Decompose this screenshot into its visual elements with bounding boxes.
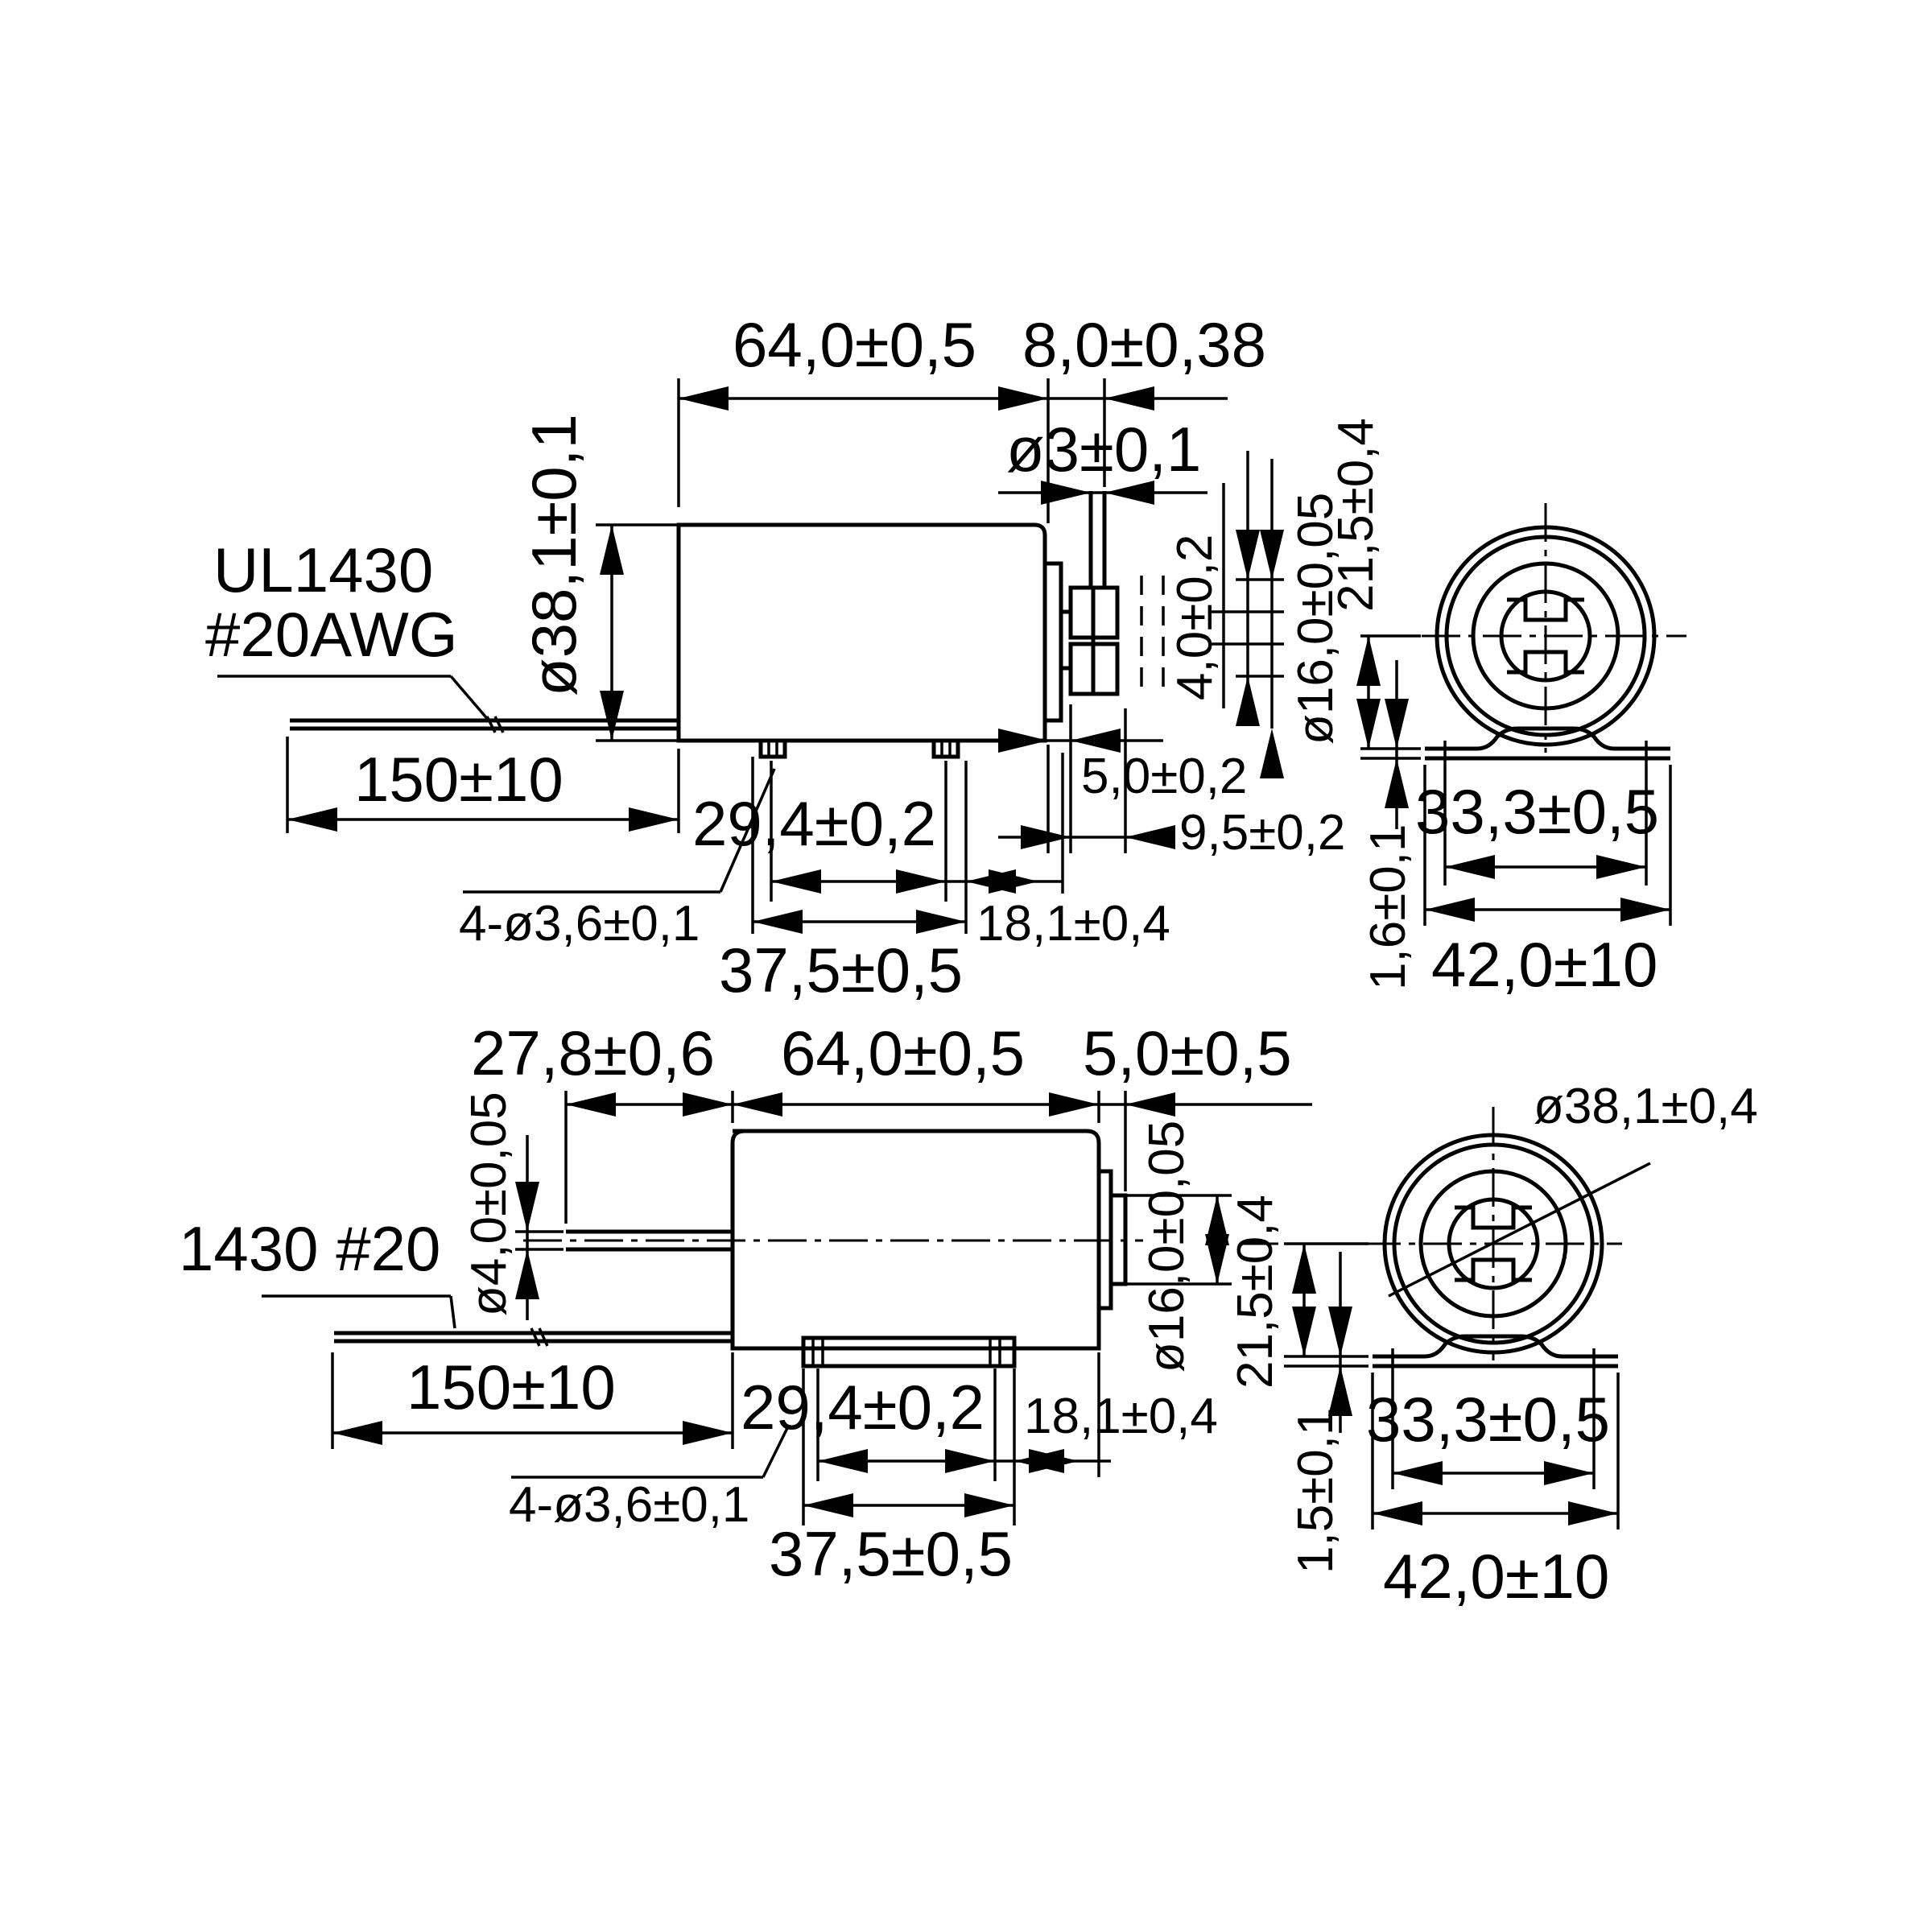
top-plunger-width-label: 4,0±0,2 (1167, 535, 1223, 700)
top-wire-spec-line2: #20AWG (205, 599, 458, 670)
top-shaft-diameter-label: ø3±0,1 (1006, 414, 1201, 485)
bottom-foot-length-label: 37,5±0,5 (769, 1518, 1013, 1589)
top-foot-left (758, 741, 787, 759)
bottom-center-height-label: 21,5±0,4 (1228, 1195, 1283, 1389)
bottom-rear-shaft-label: 27,8±0,6 (471, 1018, 715, 1088)
bottom-boss-diameter-label: ø16,0±0,05 (1139, 1121, 1195, 1373)
top-side-view (217, 378, 1284, 934)
top-flange-thickness-label: 5,0±0,2 (1081, 749, 1247, 804)
top-length-label: 64,0±0,5 (733, 309, 976, 380)
top-end-view (1356, 503, 1686, 926)
top-solenoid-body (676, 522, 1047, 743)
bottom-hole-spec-label: 4-ø3,6±0,1 (509, 1477, 749, 1533)
top-foot-right (931, 741, 960, 759)
bottom-foot-thickness-label: 1,5±0,1 (1288, 1408, 1344, 1574)
top-hole-spec-label: 4-ø3,6±0,1 (459, 896, 700, 952)
bottom-foot-plate (801, 1335, 1017, 1368)
bottom-solenoid-body (730, 1129, 1101, 1351)
bottom-wire-spec-label: 1430 #20 (179, 1213, 440, 1284)
bottom-foot-offset-label: 18,1±0,4 (1024, 1389, 1218, 1444)
bottom-foot-width-label: 42,0±10 (1383, 1541, 1609, 1612)
bottom-end-view (1240, 1107, 1651, 1530)
bottom-body-diameter-label: ø38,1±0,4 (1534, 1079, 1758, 1134)
top-center-height-label: 21,5±0,4 (1328, 418, 1384, 612)
bottom-hole-spacing-label: 29,4±0,2 (741, 1372, 985, 1443)
top-shaft-length-label: 8,0±0,38 (1022, 309, 1266, 380)
top-front-flange (1045, 561, 1063, 723)
bottom-wire-length-label: 150±10 (407, 1352, 616, 1422)
bottom-front-length-label: 5,0±0,5 (1083, 1018, 1292, 1088)
bottom-side-view (262, 1091, 1312, 1525)
top-foot-offset-label: 18,1±0,4 (976, 896, 1170, 952)
top-foot-length-label: 37,5±0,5 (719, 935, 963, 1005)
top-foot-thickness-label: 1,6±0,1 (1360, 824, 1416, 990)
bottom-shaft-diameter-label: ø4,0±0,05 (461, 1092, 517, 1316)
top-foot-hole-spacing-label: 33,3±0,5 (1415, 776, 1659, 847)
top-boss-diameter-label: ø16,0±0,05 (1288, 493, 1344, 745)
top-wire-length-label: 150±10 (354, 744, 564, 815)
top-flange-offset-label: 9,5±0,2 (1179, 805, 1345, 861)
top-body-diameter-label: ø38,1±0,1 (518, 414, 589, 696)
top-foot-width-label: 42,0±10 (1431, 929, 1657, 1000)
dimension-labels: 64,0±0,5 8,0±0,38 ø3±0,1 ø38,1±0,1 UL143… (179, 309, 1758, 1612)
top-wire-spec-line1: UL1430 (213, 535, 433, 605)
bottom-length-label: 64,0±0,5 (781, 1018, 1025, 1088)
bottom-foot-hole-spacing-label: 33,3±0,5 (1366, 1384, 1610, 1455)
top-hole-spacing-label: 29,4±0,2 (692, 788, 936, 859)
